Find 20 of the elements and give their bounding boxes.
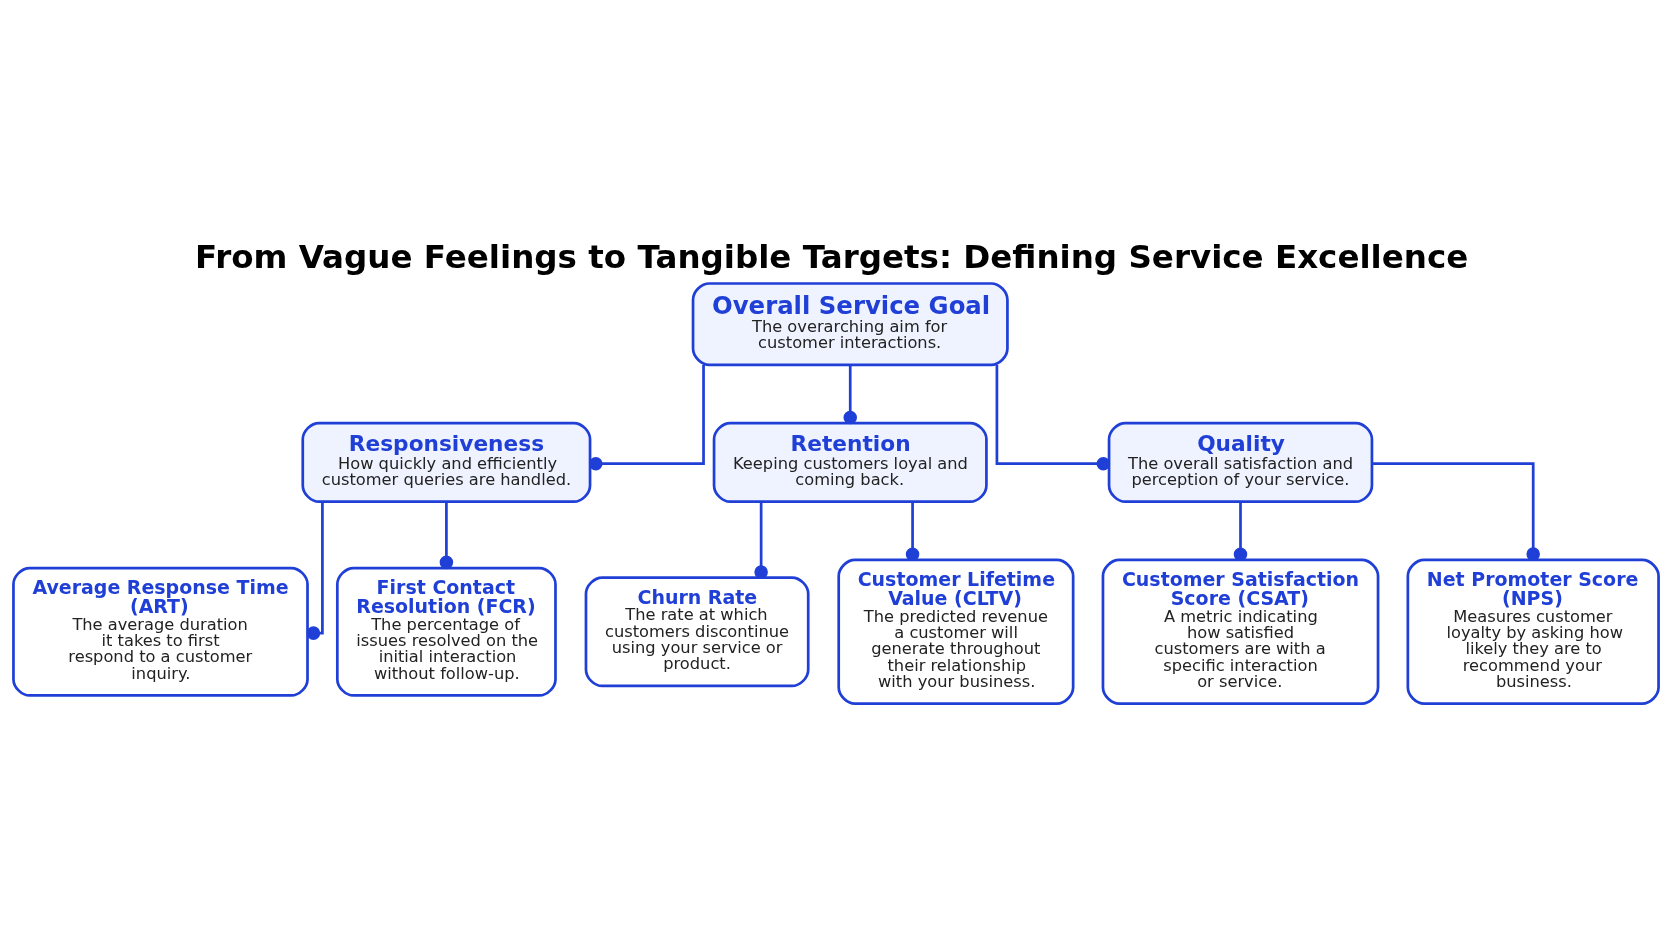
connector	[1372, 462, 1540, 561]
connector	[439, 502, 454, 570]
connector	[1233, 502, 1248, 562]
connector	[905, 502, 920, 562]
connector	[589, 364, 705, 471]
node-box: Responsiveness How quickly and efficiently customer queries are handled.	[301, 421, 592, 504]
diagram-title: From Vague Feelings to Tangible Targets: Defining Service Excellence	[195, 237, 1469, 276]
connector	[995, 364, 1111, 471]
node-box: Overall Service Goal The overarching aim for customer interactions.	[691, 282, 1009, 367]
node-box: First Contact Resolution (FCR) The percentage of issues resolved on the initial interaction without follow-up.	[335, 566, 557, 697]
connector	[306, 501, 324, 640]
node-box: Average Response Time (ART) The average duration it takes to first respond to a customer inquiry.	[12, 566, 309, 697]
node-box: Customer Lifetime Value (CLTV) The predicted revenue a customer will generate throughout their relationship with your business.	[837, 558, 1075, 705]
node-box: Retention Keeping customers loyal and coming back.	[712, 421, 988, 504]
node-box: Quality The overall satisfaction and perception of your service.	[1107, 421, 1374, 504]
connector	[754, 502, 768, 579]
node-box: Customer Satisfaction Score (CSAT) A metric indicating how satisfied customers are with a specific interaction or service.	[1101, 558, 1380, 705]
connector	[843, 364, 857, 425]
node-box: Churn Rate The rate at which customers discontinue using your service or product.	[584, 576, 810, 688]
node-box: Net Promoter Score (NPS) Measures customer loyalty by asking how likely they are to recommend your business.	[1406, 558, 1660, 705]
